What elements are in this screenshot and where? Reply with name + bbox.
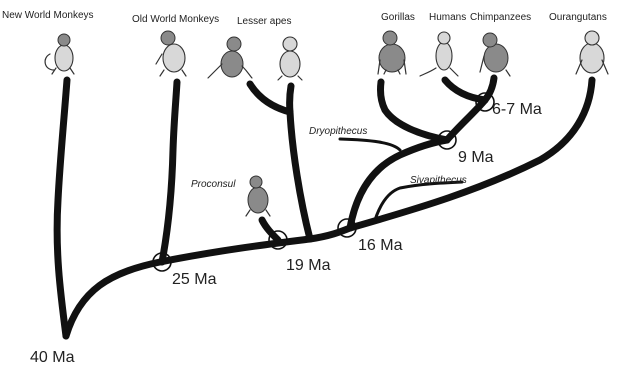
gorilla-illustration — [378, 31, 406, 74]
label-lesser-apes: Lesser apes — [237, 16, 291, 27]
human-illustration — [420, 32, 458, 76]
proconsul-illustration — [246, 176, 270, 216]
orangutan-illustration — [576, 31, 608, 74]
label-gorillas: Gorillas — [381, 12, 415, 23]
label-age-19ma: 19 Ma — [286, 257, 331, 274]
label-proconsul: Proconsul — [191, 179, 236, 190]
branch-old-world-monkeys — [162, 82, 177, 262]
leader-dryopithecus — [340, 139, 400, 150]
group-labels: New World Monkeys Old World Monkeys Less… — [2, 10, 607, 27]
chimpanzee-illustration — [480, 33, 510, 76]
label-age-40ma: 40 Ma — [30, 349, 75, 366]
label-humans: Humans — [429, 12, 466, 23]
label-new-world-monkeys: New World Monkeys — [2, 10, 94, 21]
branch-gorillas — [380, 82, 447, 140]
label-age-9ma: 9 Ma — [458, 149, 494, 166]
old-world-monkey-illustration — [156, 31, 186, 76]
new-world-monkey-illustration — [45, 34, 74, 74]
branch-lesser-apes-left — [250, 84, 290, 112]
label-dryopithecus: Dryopithecus — [309, 126, 367, 137]
label-age-16ma: 16 Ma — [358, 237, 403, 254]
label-age-6-7ma: 6-7 Ma — [492, 101, 542, 118]
gibbon-left-illustration — [208, 37, 252, 78]
branch-new-world-monkeys — [57, 80, 67, 336]
label-ourangutans: Ourangutans — [549, 12, 607, 23]
label-old-world-monkeys: Old World Monkeys — [132, 14, 219, 25]
branch-humans — [445, 80, 485, 100]
age-labels: 40 Ma 25 Ma 19 Ma 16 Ma 9 Ma 6-7 Ma — [30, 101, 542, 366]
label-chimpanzees: Chimpanzees — [470, 12, 531, 23]
label-age-25ma: 25 Ma — [172, 271, 217, 288]
branch-lesser-apes-stem — [290, 86, 310, 239]
gibbon-right-illustration — [278, 37, 302, 80]
label-sivapithecus: Sivapithecus — [410, 175, 467, 186]
